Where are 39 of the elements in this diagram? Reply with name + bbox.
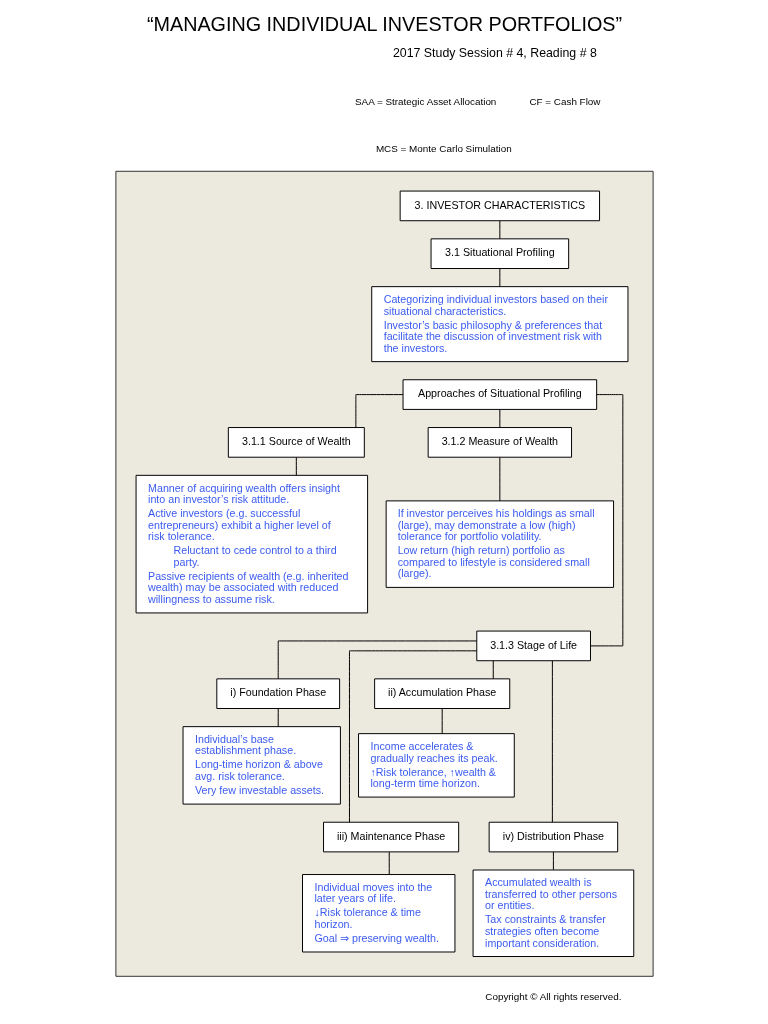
connector [552,851,554,871]
label: CF = Cash Flow [528,95,600,107]
label: MCS = Monte Carlo Simulation [375,143,512,155]
label: SAA = Strategic Asset Allocation [354,95,496,107]
connector [551,660,553,823]
node-box: Categorizing individual investors based on their situational characteristics. Investor’s basic philosophy & preferences that facilitate the discussion of investment risk with the investors. [370,286,628,363]
connector [388,851,390,876]
connector [348,650,477,823]
node-box: iv) Distribution Phase [488,821,618,853]
connector [492,660,494,680]
connector [354,394,403,428]
node-box: 3.1.3 Stage of Life [475,630,591,662]
node-box: Individual moves into the later years of life. ↓Risk tolerance & time horizon. Goal ⇒ preserving wealth. [301,874,455,953]
node-box: Accumulated wealth is transferred to other persons or entities. Tax constraints & transfer strategies often become important consideration. [472,869,634,958]
node-box: 3.1.1 Source of Wealth [227,427,365,458]
connector [498,408,500,428]
node-box: 3.1.2 Measure of Wealth [427,427,572,458]
node-box: 3.1 Situational Profiling [430,238,569,269]
cluster [114,170,654,977]
node-box: Income accelerates & gradually reaches its peak. ↑Risk tolerance, ↑wealth & long-term time horizon. [357,733,515,798]
connector [498,456,500,502]
label: Copyright © All rights reserved. [484,991,622,1003]
node-box: Manner of acquiring wealth offers insight into an investor’s risk attitude. Active investors (e.g. successful entrepreneurs) exhibit a higher level of risk tolerance. Reluctant to cede control to a third party. Passive recipients of wealth (e.g. inherited wealth) may be associated with reduced willingness to assume risk. [135,474,368,614]
node-box: If investor perceives his holdings as small (large), may demonstrate a low (high) tolerance for portfolio volatility. Low return (high return) portfolio as compared to lifestyle is considered small (large). [385,500,614,588]
node-box: iii) Maintenance Phase [322,821,459,853]
node-box: Approaches of Situational Profiling [402,379,597,410]
connector [277,640,477,680]
node-box: 3. INVESTOR CHARACTERISTICS [399,190,600,222]
connector [498,268,500,288]
connector [277,708,279,728]
label: 2017 Study Session # 4, Reading # 8 [392,46,597,61]
diagram-title: “MANAGING INDIVIDUAL INVESTOR PORTFOLIOS” [146,12,622,35]
node-box: ii) Accumulation Phase [373,678,510,709]
connector [295,456,297,476]
connector [589,394,623,647]
node-box: i) Foundation Phase [215,678,340,709]
connector [498,220,500,240]
node-box: Individual’s base establishment phase. Long-time horizon & above avg. risk tolerance. Very few investable assets. [182,726,341,805]
connector [441,708,443,734]
